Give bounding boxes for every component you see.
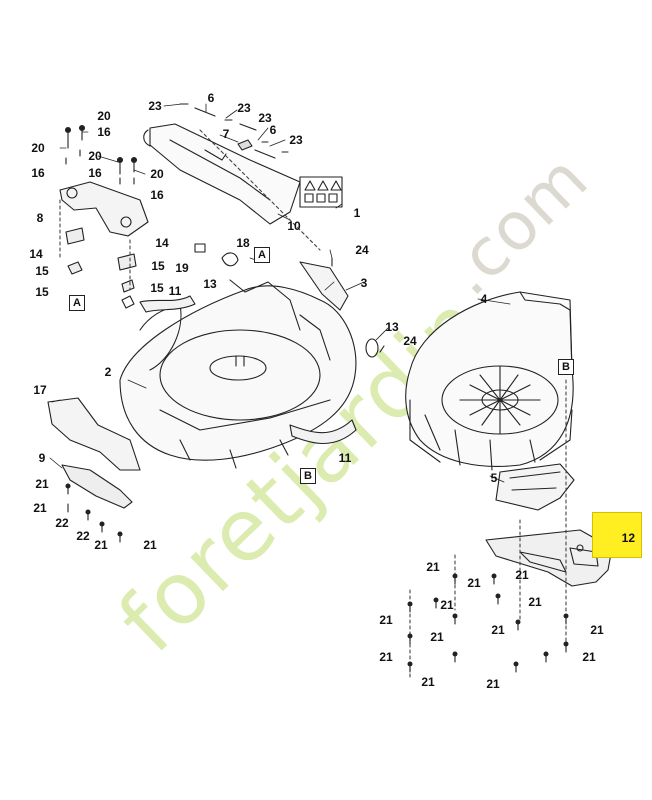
highlighted-part-label: 12 (621, 531, 635, 545)
callout-label: 20 (97, 109, 111, 123)
callout-label: 21 (35, 477, 49, 491)
highlighted-part-12: 12 (592, 512, 642, 558)
callout-label: 21 (440, 598, 454, 612)
callout-label: 21 (590, 623, 604, 637)
callout-label: 4 (480, 292, 488, 306)
part-warning-label (299, 176, 343, 208)
callout-label: 2 (104, 365, 112, 379)
callout-label: 13 (203, 277, 217, 291)
callout-label: 8 (36, 211, 44, 225)
callout-label: 18 (236, 236, 250, 250)
reference-marker: B (558, 359, 574, 375)
callout-label: 24 (403, 334, 417, 348)
callout-label: 21 (143, 538, 157, 552)
callout-label: 24 (355, 243, 369, 257)
callout-label: 20 (88, 149, 102, 163)
reference-marker: A (69, 295, 85, 311)
callout-label: 21 (491, 623, 505, 637)
callout-label: 15 (150, 281, 164, 295)
callout-label: 21 (426, 560, 440, 574)
callout-label: 1 (353, 206, 361, 220)
callout-label: 3 (360, 276, 368, 290)
callout-label: 16 (88, 166, 102, 180)
callout-label: 21 (582, 650, 596, 664)
callout-label: 15 (35, 264, 49, 278)
callout-label: 23 (237, 101, 251, 115)
callout-label: 7 (222, 127, 230, 141)
callout-label: 11 (338, 451, 352, 465)
callout-label: 17 (33, 383, 47, 397)
callout-label: 14 (155, 236, 169, 250)
callout-label: 6 (207, 91, 215, 105)
callout-label: 20 (31, 141, 45, 155)
callout-label: 15 (35, 285, 49, 299)
callout-label: 6 (269, 123, 277, 137)
part-mower-deck (119, 279, 357, 469)
part-discharge-hood (143, 123, 301, 225)
callout-label: 16 (97, 125, 111, 139)
callout-label: 22 (76, 529, 90, 543)
callout-label: 14 (29, 247, 43, 261)
callout-label: 15 (151, 259, 165, 273)
callout-label: 21 (379, 613, 393, 627)
callout-label: 5 (490, 471, 498, 485)
part-handle-bracket (59, 124, 149, 237)
callout-label: 11 (168, 284, 182, 298)
callout-label: 21 (486, 677, 500, 691)
callout-label: 21 (421, 675, 435, 689)
callout-label: 21 (33, 501, 47, 515)
callout-label: 16 (150, 188, 164, 202)
callout-label: 21 (94, 538, 108, 552)
callout-label: 22 (55, 516, 69, 530)
callout-label: 19 (175, 261, 189, 275)
reference-marker: B (300, 468, 316, 484)
callout-label: 9 (38, 451, 46, 465)
callout-label: 10 (287, 219, 301, 233)
callout-label: 21 (515, 568, 529, 582)
callout-label: 21 (467, 576, 481, 590)
callout-label: 23 (258, 111, 272, 125)
part-fan-housing (405, 291, 574, 471)
callout-label: 21 (528, 595, 542, 609)
callout-label: 13 (385, 320, 399, 334)
callout-label: 16 (31, 166, 45, 180)
callout-label: 21 (379, 650, 393, 664)
callout-label: 20 (150, 167, 164, 181)
callout-label: 23 (148, 99, 162, 113)
reference-marker: A (254, 247, 270, 263)
callout-label: 21 (430, 630, 444, 644)
callout-label: 23 (289, 133, 303, 147)
